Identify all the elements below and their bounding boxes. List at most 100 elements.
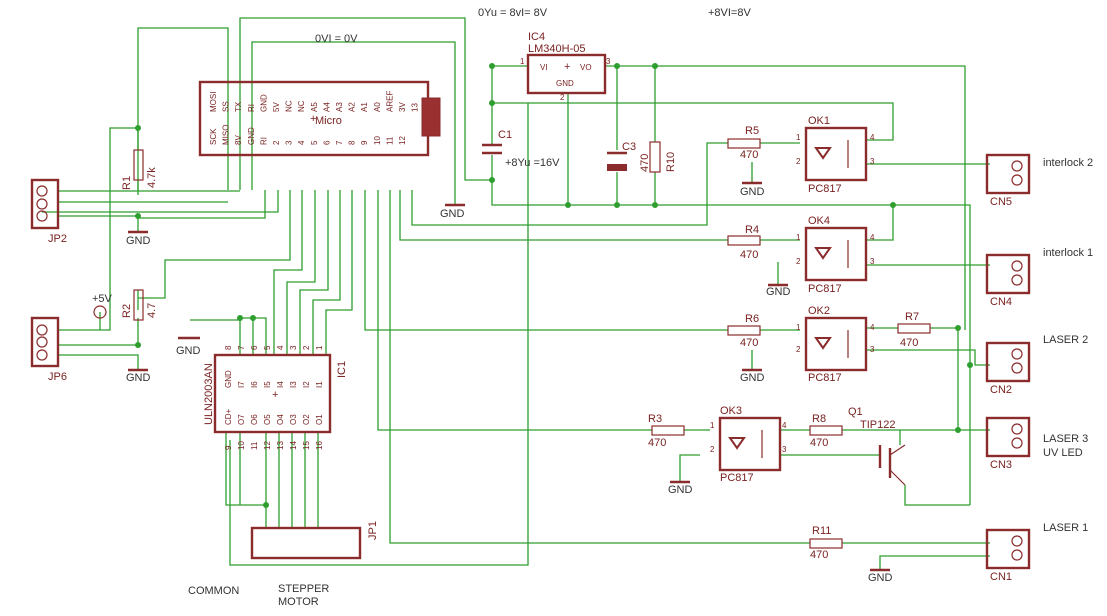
- transistor-q1: Q1 TIP122: [848, 406, 906, 486]
- svg-text:ULN2003AN: ULN2003AN: [203, 363, 215, 425]
- micro-pin-bottom-6: 3: [285, 140, 294, 145]
- micro-pin-top-a2: A2: [348, 102, 357, 112]
- svg-text:1: 1: [710, 421, 715, 430]
- micro-pin-bottom-5: 2: [272, 140, 281, 145]
- uln-top-label-2: I6: [250, 381, 259, 388]
- svg-text:470: 470: [810, 549, 828, 561]
- svg-text:CN1: CN1: [990, 571, 1012, 583]
- ic4-pin3: 3: [606, 57, 611, 66]
- connector-cn3: CN3: [985, 416, 1031, 471]
- svg-text:GND: GND: [440, 208, 465, 220]
- micro-pin-top-tx: TX: [234, 101, 243, 112]
- svg-text:4: 4: [870, 233, 875, 242]
- svg-text:PC817: PC817: [808, 372, 842, 384]
- micro-pin-top-gnd: GND: [259, 94, 268, 112]
- uln-top-label-3: I5: [263, 381, 272, 388]
- micro-pin-top-a3: A3: [335, 102, 344, 112]
- wires: [42, 17, 990, 570]
- uln-top-label-6: I2: [302, 381, 311, 388]
- svg-text:4: 4: [870, 323, 875, 332]
- label-uvled: UV LED: [1043, 447, 1083, 459]
- svg-text:Q1: Q1: [848, 406, 863, 418]
- svg-text:2: 2: [796, 157, 801, 166]
- micro-pin-bottom-2: 8V: [234, 135, 243, 145]
- svg-text:OK3: OK3: [720, 405, 742, 417]
- ic1-uln2003: ULN2003AN IC1 +: [203, 353, 348, 434]
- resistor-r11: R11 470: [809, 525, 843, 561]
- svg-text:GND: GND: [176, 345, 201, 357]
- uln-top-num-5: 3: [289, 345, 298, 350]
- svg-text:OK2: OK2: [808, 305, 830, 317]
- uln-bot-label-7: O1: [315, 414, 324, 425]
- uln-bot-label-3: O5: [263, 414, 272, 425]
- connector-cn5: CN5: [985, 153, 1031, 208]
- micro-pin-bottom-4: RI: [259, 137, 268, 145]
- svg-text:GND: GND: [126, 235, 151, 247]
- optocoupler-ok4: OK4 PC817 12 43: [796, 215, 875, 295]
- r10-value: 470: [639, 154, 651, 172]
- header-jp1: JP1: [250, 521, 379, 560]
- svg-text:4: 4: [870, 133, 875, 142]
- ic4-vi: VI: [540, 63, 548, 72]
- connector-cn2: CN2: [985, 341, 1031, 396]
- svg-text:IC1: IC1: [336, 361, 348, 378]
- resistor-r1: R1 4.7k: [121, 149, 158, 190]
- uln-top-num-4: 4: [276, 345, 285, 350]
- svg-text:GND: GND: [766, 286, 791, 298]
- net-labels: 0Yu = 8vI= 8V +8VI=8V 0VI = 0V +8Yu =16V…: [188, 7, 1093, 608]
- svg-text:PC817: PC817: [808, 283, 842, 295]
- ic4-name: IC4: [528, 31, 545, 43]
- micro-pin-bottom-8: 5: [310, 140, 319, 145]
- svg-text:CN4: CN4: [990, 296, 1012, 308]
- svg-text:4.7k: 4.7k: [146, 167, 158, 188]
- header-jp2: JP2: [30, 178, 67, 245]
- uln-bot-num-2: 11: [250, 441, 259, 450]
- micro-pin-bottom-12: 9: [360, 140, 369, 145]
- net-16v: +8Yu =16V: [505, 157, 560, 169]
- label-interlock1: interlock 1: [1043, 247, 1093, 259]
- svg-text:+: +: [564, 61, 570, 73]
- plus5v-symbol: +5V: [92, 293, 113, 319]
- uln-bot-num-6: 15: [302, 441, 311, 450]
- micro-pin-bottom-3: GND: [247, 127, 256, 145]
- svg-text:4.7: 4.7: [146, 303, 158, 318]
- label-motor: MOTOR: [278, 596, 319, 608]
- svg-text:OK4: OK4: [808, 215, 830, 227]
- svg-text:2: 2: [710, 445, 715, 454]
- uln-bot-num-0: 9: [224, 445, 233, 450]
- uln-top-num-0: 8: [224, 345, 233, 350]
- svg-text:JP6: JP6: [48, 371, 67, 383]
- gnd-symbols: GND GND GND GND GND GND GND GND GND: [126, 181, 893, 584]
- micro-pin-bottom-0: SCK: [209, 128, 218, 145]
- ic4-vo: VO: [580, 63, 592, 72]
- resistor-r4: R4 470: [727, 224, 761, 261]
- regulator-ic4: IC4 LM340H-05 VI VO GND 1 3 2 +: [520, 31, 611, 102]
- uln-bot-num-3: 12: [263, 441, 272, 450]
- label-stepper: STEPPER: [278, 583, 329, 595]
- ic4-part: LM340H-05: [528, 43, 585, 55]
- micro-pin-top-a5: A5: [310, 102, 319, 112]
- resistor-r3: R3 470: [648, 413, 685, 449]
- svg-text:3: 3: [870, 257, 875, 266]
- svg-text:R5: R5: [745, 125, 759, 137]
- svg-text:3: 3: [870, 157, 875, 166]
- micro-pin-top-13: 13: [411, 103, 420, 112]
- uln-top-label-7: I1: [315, 381, 324, 388]
- resistor-r7: R7 470: [897, 311, 931, 349]
- uln-top-label-0: GND: [224, 370, 233, 388]
- uln-top-num-6: 2: [302, 345, 311, 350]
- net-vcc: 0Yu = 8vI= 8V: [478, 7, 548, 19]
- resistor-r6: R6 470: [727, 313, 761, 349]
- svg-text:R2: R2: [121, 304, 133, 318]
- micro-pin-top-a4: A4: [322, 102, 331, 112]
- uln-top-label-5: I3: [289, 381, 298, 388]
- svg-text:1: 1: [796, 133, 801, 142]
- ic4-gnd: GND: [556, 79, 574, 88]
- micro-pin-top-nc: NC: [285, 100, 294, 112]
- svg-text:R8: R8: [812, 413, 826, 425]
- svg-text:470: 470: [740, 149, 758, 161]
- svg-text:R3: R3: [648, 413, 662, 425]
- uln-top-label-4: I4: [276, 381, 285, 388]
- r10-label: R10: [665, 152, 677, 172]
